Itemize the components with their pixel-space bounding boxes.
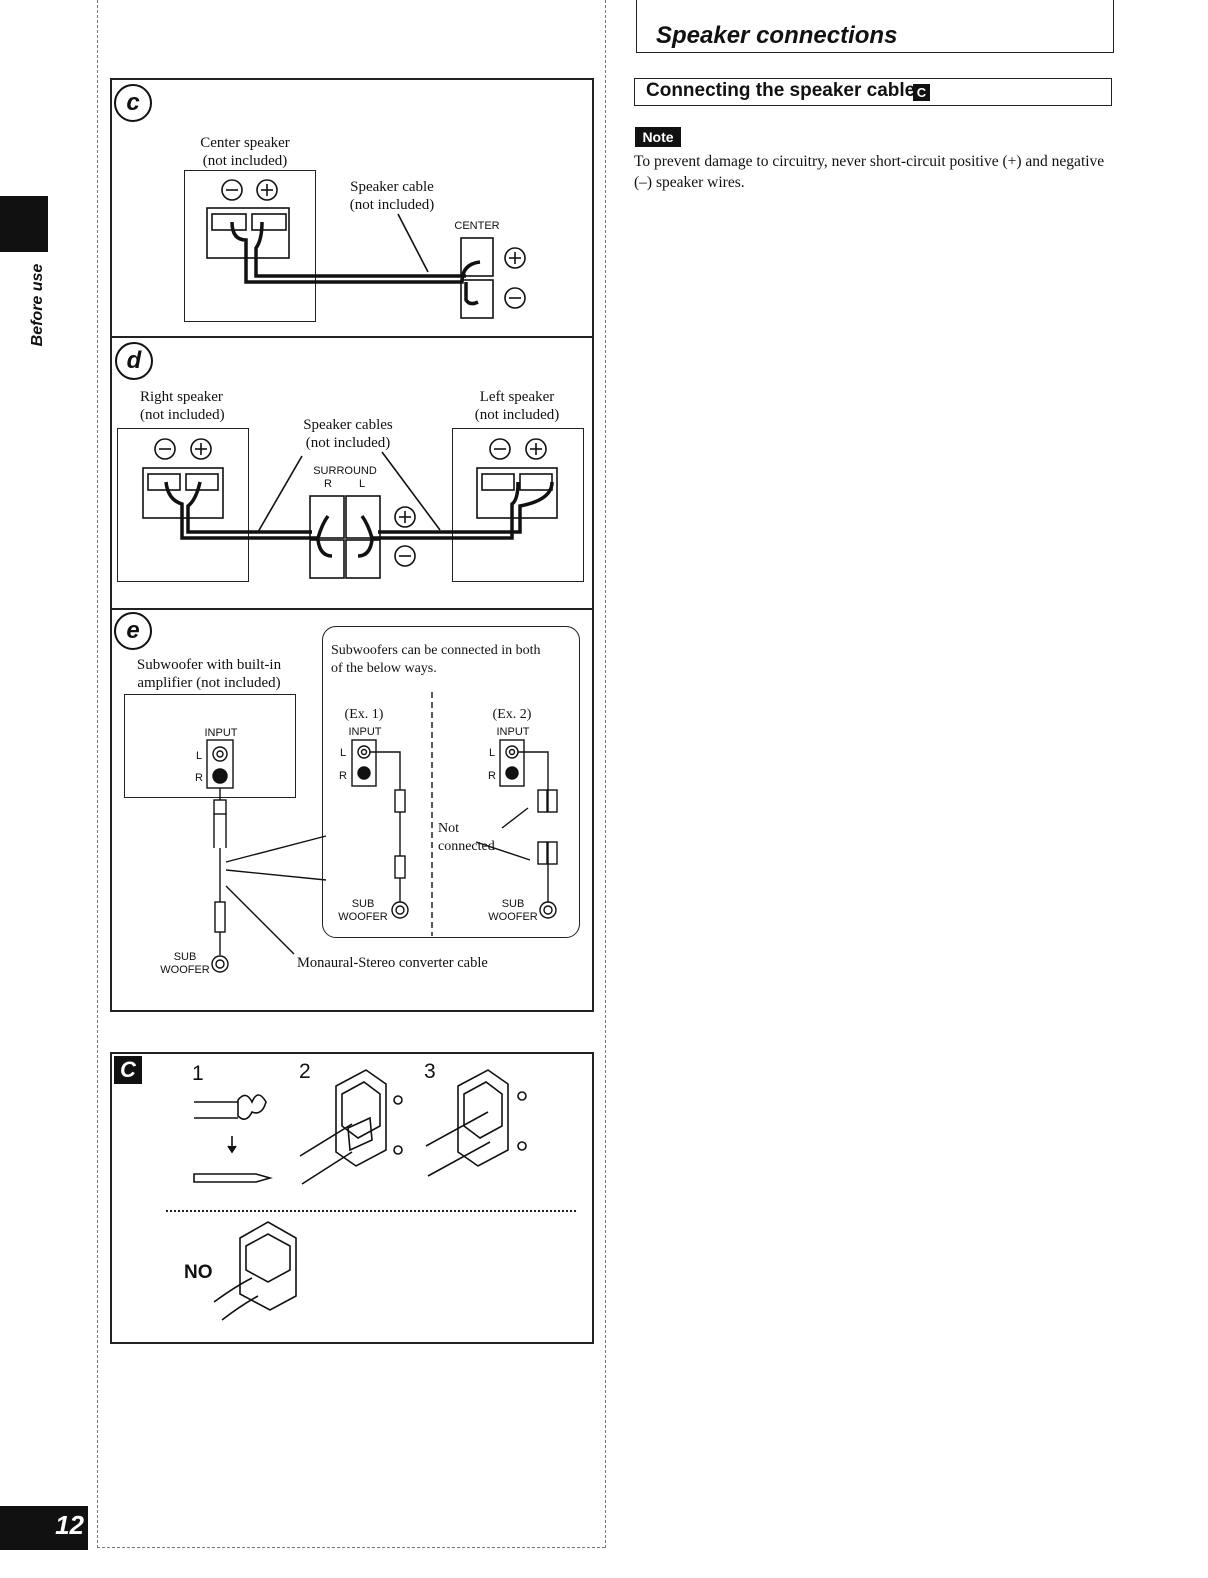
ex1-l-label: L [339,747,347,759]
ex1-input-label: INPUT [348,726,382,738]
speaker-cable-note: (not included) [349,197,435,213]
main-sub-woofer-label: SUB WOOFER [160,951,210,977]
subsection-header [634,78,1112,106]
center-speaker-note: (not included) [202,153,288,169]
note-label: Note [635,127,681,147]
callout-text: Subwoofers can be connected in both of t… [331,642,541,678]
panel-C-marker: C [114,1056,142,1084]
center-terminal-label: CENTER [454,220,500,232]
ex2-l-label: L [488,747,496,759]
panel-d-marker: d [115,342,153,380]
right-speaker-name: Right speaker [140,389,223,405]
panel-C [110,1052,594,1344]
subwoofer-box [124,694,296,798]
step-1-label: 1 [192,1062,204,1085]
subsection-title: Connecting the speaker cables [646,80,926,101]
panel-e-marker: e [114,612,152,650]
main-sub-text: SUB [173,951,197,963]
minus-terminal-icon [221,179,243,201]
ex2-r-label: R [488,770,496,782]
not-connected-label: Not connected [438,820,495,856]
callout-line-2: of the below ways. [331,661,437,676]
step-3-label: 3 [424,1060,436,1083]
ex1-woofer-text: WOOFER [338,911,388,923]
left-speaker-note: (not included) [474,407,560,423]
ex2-sub-woofer-label: SUB WOOFER [488,898,538,924]
panel-c-marker: c [114,84,152,122]
ex1-label: (Ex. 1) [344,707,384,722]
ex2-label: (Ex. 2) [492,707,532,722]
bottom-rule [97,1547,605,1548]
right-speaker-box [117,428,249,582]
speaker-cables-label: Speaker cables (not included) [290,416,406,452]
subwoofer-input-label: INPUT [204,727,238,739]
subwoofer-note: amplifier (not included) [137,675,281,691]
right-speaker-label: Right speaker (not included) [140,388,225,424]
left-speaker-box [452,428,584,582]
step-2-label: 2 [299,1060,311,1083]
speaker-cable-name: Speaker cable [350,179,434,195]
column-divider [605,0,606,1548]
ex1-sub-woofer-label: SUB WOOFER [338,898,388,924]
no-label: NO [184,1262,213,1283]
page-number-box [0,1506,88,1550]
ex2-sub-text: SUB [501,898,525,910]
subwoofer-r-label: R [195,772,203,784]
dotted-separator [166,1210,576,1212]
subwoofer-label: Subwoofer with built-in amplifier (not i… [124,656,294,692]
ex2-woofer-text: WOOFER [488,911,538,923]
plus-terminal-icon [256,179,278,201]
ex1-sub-text: SUB [351,898,375,910]
main-woofer-text: WOOFER [160,964,210,976]
not-text: Not [438,821,459,836]
surround-terminal-label: SURROUND [313,465,377,477]
section-header [636,0,1114,53]
connected-text: connected [438,839,495,854]
side-tab-block [0,196,48,252]
speaker-cable-label: Speaker cable (not included) [332,178,452,214]
center-speaker-box [184,170,316,322]
speaker-cables-name: Speaker cables [303,417,393,433]
surround-terminal-r: R [324,478,332,490]
center-speaker-name: Center speaker [200,135,290,151]
callout-line-1: Subwoofers can be connected in both [331,643,541,658]
note-text: To prevent damage to circuitry, never sh… [634,153,1105,191]
subwoofer-l-label: L [195,750,203,762]
subwoofer-name: Subwoofer with built-in [136,657,282,673]
subsection-badge: C [913,84,930,101]
surround-terminal-l: L [358,478,366,490]
converter-cable-label: Monaural-Stereo converter cable [297,955,488,971]
ex2-input-label: INPUT [496,726,530,738]
section-title: Speaker connections [656,22,898,49]
left-speaker-name: Left speaker [479,389,555,405]
ex1-r-label: R [339,770,347,782]
speaker-cables-note: (not included) [305,435,391,451]
right-speaker-note: (not included) [140,407,225,423]
page-number: 12 [55,1510,84,1540]
left-margin-line [97,0,98,1548]
center-speaker-label: Center speaker (not included) [180,134,310,170]
left-speaker-label: Left speaker (not included) [462,388,572,424]
subwoofer-callout-box [322,626,580,938]
